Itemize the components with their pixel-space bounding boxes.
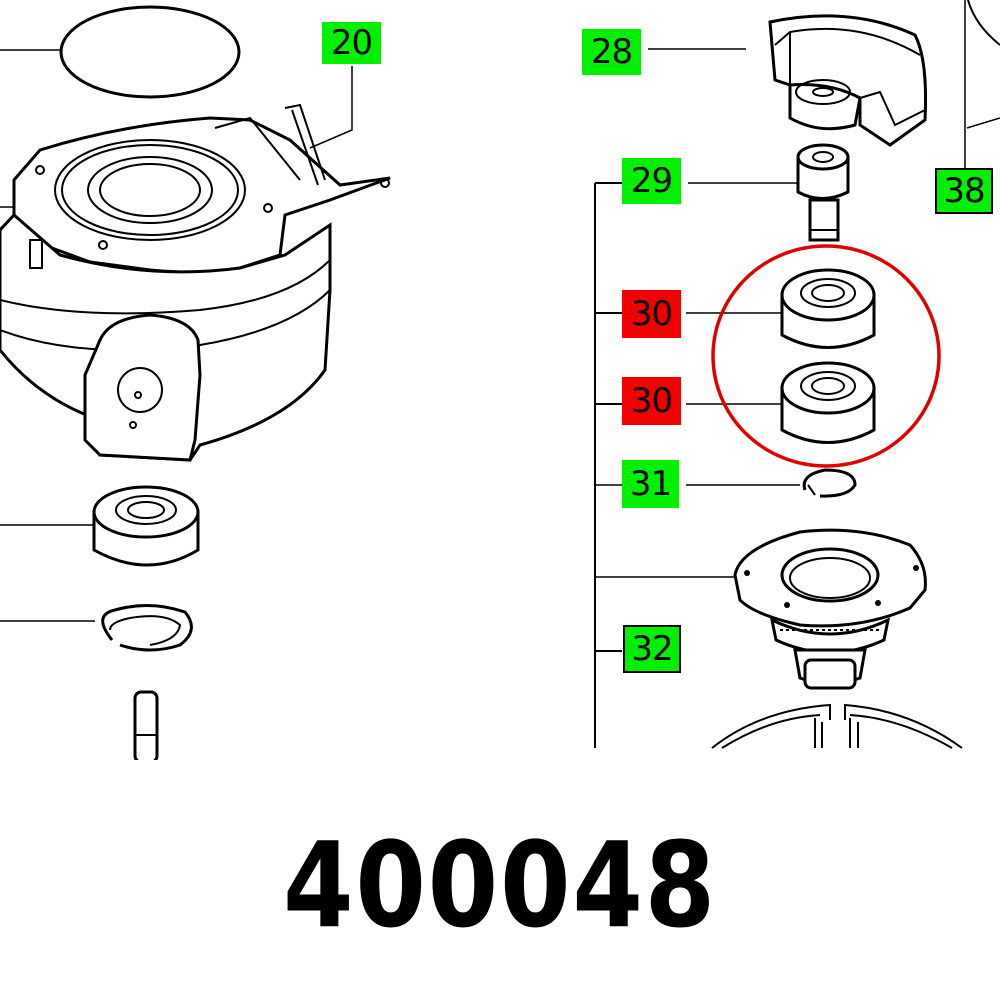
circlip-left-part <box>0 603 193 652</box>
callout-29[interactable]: 29 <box>622 158 681 204</box>
screw-part <box>796 143 850 242</box>
callout-31[interactable]: 31 <box>622 460 679 508</box>
leader-line-38 <box>964 0 1000 168</box>
ball-bearing-left-part <box>0 485 200 567</box>
callout-38[interactable]: 38 <box>935 168 993 214</box>
shaft-part <box>133 690 159 760</box>
leader-line-20 <box>309 66 353 149</box>
callout-32[interactable]: 32 <box>623 625 681 673</box>
counterweight-part <box>768 14 928 147</box>
ball-bearing-lower-part <box>780 361 876 444</box>
highlight-circle <box>711 244 941 468</box>
bracket-line <box>594 182 740 748</box>
exploded-parts-diagram <box>0 0 1000 760</box>
circlip-right-part <box>802 468 857 498</box>
callout-30-lower[interactable]: 30 <box>622 377 681 425</box>
o-ring-gasket-part <box>0 5 241 99</box>
ball-bearing-upper-part <box>780 268 876 349</box>
part-number: 400048 <box>282 816 717 954</box>
pad-ring-part <box>711 703 963 749</box>
callout-20[interactable]: 20 <box>322 22 381 64</box>
callout-28[interactable]: 28 <box>582 29 641 75</box>
gear-housing-part <box>0 103 391 462</box>
callout-30-upper[interactable]: 30 <box>622 290 681 338</box>
adjacent-part-edge <box>967 0 1000 46</box>
bearing-flange-part <box>733 528 927 690</box>
